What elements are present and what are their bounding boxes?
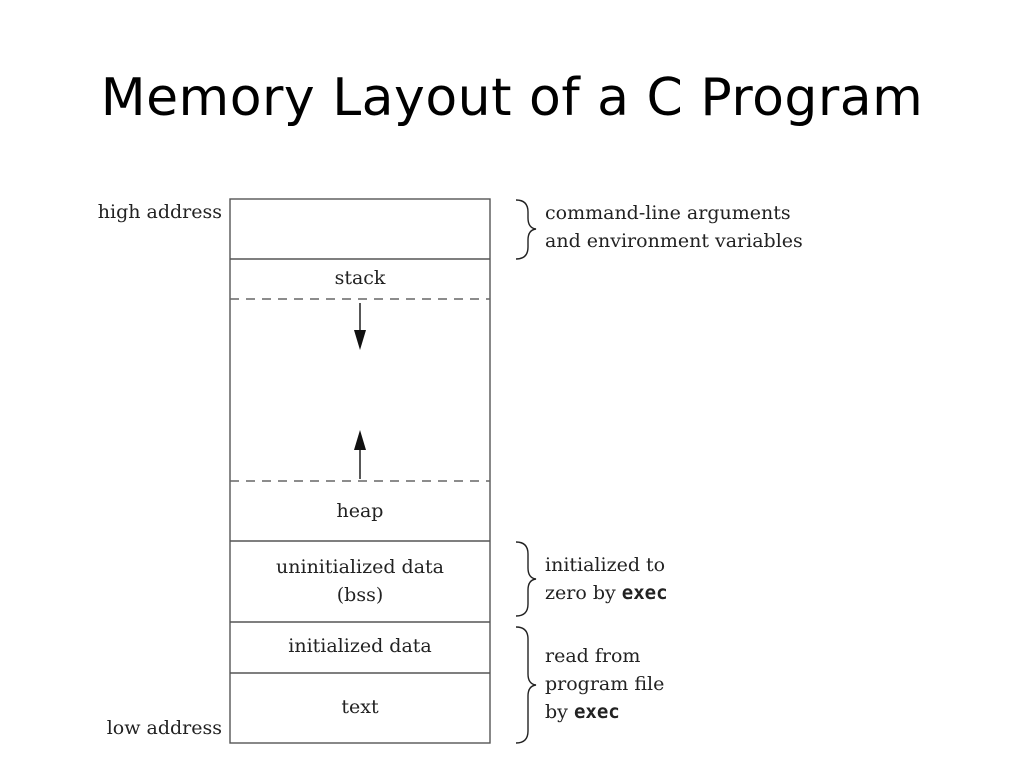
memory-column <box>229 198 491 744</box>
segment-stack: stack <box>335 267 386 289</box>
note-program-line3: by exec <box>545 701 620 723</box>
slide-title: Memory Layout of a C Program <box>100 68 924 128</box>
note-bss-line2: zero by exec <box>545 582 668 604</box>
note-bss-line1: initialized to <box>545 554 665 576</box>
segment-bss-line1: uninitialized data <box>276 556 444 578</box>
segment-initialized-data: initialized data <box>288 635 432 657</box>
note-bss-line2-prefix: zero by <box>545 582 622 604</box>
brace-bss <box>515 541 537 617</box>
segment-heap: heap <box>337 500 384 522</box>
note-bss-exec-code: exec <box>622 582 668 604</box>
segment-text: text <box>341 696 379 718</box>
low-address-label: low address <box>107 717 222 739</box>
note-program-line1: read from <box>545 645 640 667</box>
brace-program-file <box>515 626 537 744</box>
note-args-line2: and environment variables <box>545 230 803 252</box>
note-program-exec-code: exec <box>574 701 620 723</box>
note-args-line1: command-line arguments <box>545 202 791 224</box>
arrow-down-icon <box>354 303 366 350</box>
note-program-line2: program file <box>545 673 664 695</box>
arrow-up-icon <box>354 430 366 479</box>
note-program-line3-prefix: by <box>545 701 574 723</box>
segment-bss-line2: (bss) <box>337 584 384 606</box>
brace-args <box>515 199 537 260</box>
high-address-label: high address <box>98 201 222 223</box>
